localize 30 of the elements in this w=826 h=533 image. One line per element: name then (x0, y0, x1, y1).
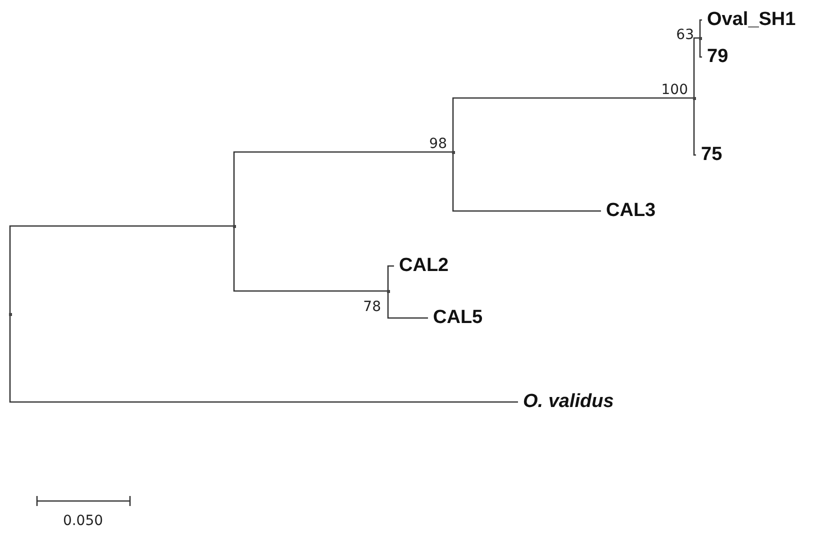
branch-node (8, 312, 12, 316)
bootstrap-value: 100 (661, 82, 688, 98)
tree-branch (387, 265, 394, 291)
bootstrap-value: 78 (363, 299, 381, 315)
bootstrap-value: 98 (429, 136, 447, 152)
taxon-label: CAL3 (601, 200, 656, 222)
tree-branch (452, 97, 694, 152)
tree-branch (699, 38, 702, 58)
branch-node (452, 150, 454, 154)
tree-branch (233, 151, 453, 226)
tree-branch (9, 225, 234, 314)
taxon-label: 79 (702, 46, 728, 68)
branch-node (698, 36, 702, 40)
branch-node (692, 96, 696, 100)
taxon-label: O. validus (518, 391, 614, 413)
taxon-label: Oval_SH1 (702, 9, 796, 31)
tree-branch (693, 98, 696, 156)
tree-branch (693, 37, 700, 98)
taxon-label: CAL2 (394, 255, 449, 277)
tree-branch (387, 291, 428, 319)
branch-node (232, 224, 236, 228)
tree-branch (699, 19, 702, 38)
branch-node (386, 290, 390, 292)
tree-branch (452, 152, 601, 212)
taxon-label: CAL5 (428, 307, 483, 329)
scale-value: 0.050 (62, 513, 104, 529)
taxon-label: 75 (696, 144, 722, 166)
tree-branch (9, 314, 518, 403)
bootstrap-value: 63 (676, 27, 694, 43)
tree-branch (233, 226, 388, 292)
